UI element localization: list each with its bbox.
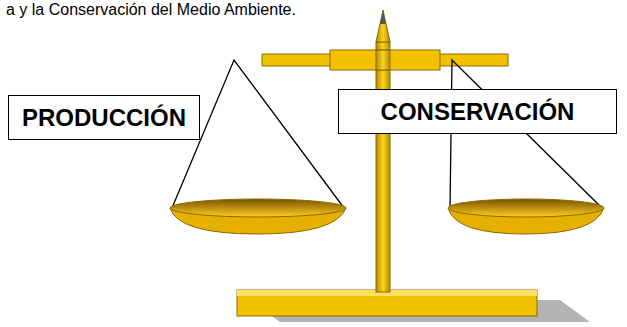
node-label: CONSERVACIÓN: [381, 98, 575, 126]
label-box: PRODUCCIÓN: [8, 95, 200, 140]
scale-base: [237, 290, 537, 316]
hub-pole: [376, 50, 390, 70]
node-label: PRODUCCIÓN: [22, 104, 186, 132]
beam-hub: [330, 50, 440, 70]
tip-point: [380, 10, 386, 24]
left-pan-rim: [170, 199, 346, 217]
right-strings: [450, 60, 602, 208]
right-pan-rim: [448, 199, 604, 217]
pole-tip: [376, 10, 390, 42]
heading-fragment: a y la Conservación del Medio Ambiente.: [6, 1, 296, 19]
label-box: CONSERVACIÓN: [338, 89, 617, 134]
scale-pole: [376, 42, 390, 292]
